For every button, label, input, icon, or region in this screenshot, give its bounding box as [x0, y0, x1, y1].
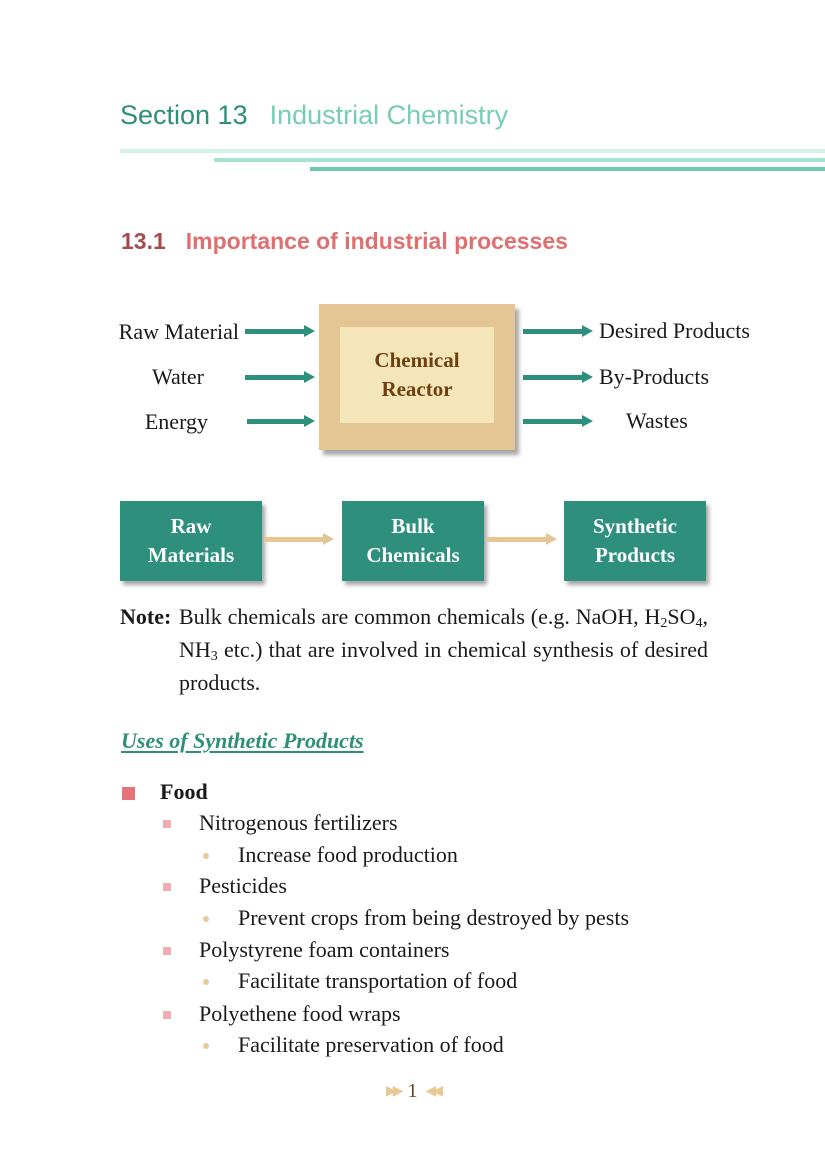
output-label-desired-products: Desired Products — [599, 318, 750, 343]
reactor-inner: Chemical Reactor — [340, 327, 494, 423]
subscript: 2 — [660, 616, 668, 631]
note-label: Note: — [120, 604, 172, 629]
header-rule-1 — [120, 149, 825, 153]
input-label-water: Water — [152, 364, 204, 389]
output-arrow-icon — [523, 371, 593, 383]
header-rule-3 — [310, 167, 825, 171]
dot-bullet-icon — [203, 979, 209, 985]
list-item: Nitrogenous fertilizers — [199, 810, 398, 835]
output-label-wastes: Wastes — [626, 408, 688, 433]
note-text: , NH — [179, 604, 708, 662]
list-subitem: Increase food production — [238, 842, 458, 867]
flow-box-line2: Materials — [147, 543, 235, 567]
input-arrow-icon — [245, 371, 315, 383]
note-text: etc.) that are involved in chemical synt… — [179, 637, 708, 695]
small-square-bullet-icon — [163, 883, 171, 891]
page-number: 1 — [407, 1080, 418, 1102]
reactor-label-line1: Chemical — [374, 348, 460, 372]
left-double-triangle-icon: ◀◀ — [425, 1084, 443, 1099]
reactor-label-line2: Reactor — [381, 377, 453, 401]
small-square-bullet-icon — [163, 820, 171, 828]
small-square-bullet-icon — [163, 947, 171, 955]
output-label-by-products: By-Products — [599, 364, 709, 389]
note-paragraph: Note: Bulk chemicals are common chemical… — [120, 600, 708, 699]
list-item: Pesticides — [199, 873, 287, 898]
input-label-energy: Energy — [144, 409, 208, 434]
section-title: Industrial Chemistry — [269, 100, 509, 130]
square-bullet-icon — [122, 787, 135, 800]
note-text: SO — [667, 604, 696, 629]
list-subitem: Prevent crops from being destroyed by pe… — [238, 905, 630, 930]
subscript: 4 — [695, 616, 703, 631]
dot-bullet-icon — [203, 1043, 209, 1049]
subsection-number: 13.1 — [121, 228, 166, 254]
dot-bullet-icon — [203, 853, 209, 859]
output-arrow-icon — [523, 415, 593, 427]
dot-bullet-icon — [203, 916, 209, 922]
list-category-food: Food — [160, 779, 208, 804]
section-number: Section 13 — [120, 100, 248, 130]
output-arrow-icon — [523, 325, 593, 337]
subscript: 3 — [210, 649, 218, 664]
flow-box-line1: Synthetic — [593, 514, 677, 538]
header-rule-2 — [214, 158, 825, 162]
small-square-bullet-icon — [163, 1011, 171, 1019]
chemical-reactor-box: Chemical Reactor — [319, 304, 515, 450]
input-label-raw-material: Raw Material — [118, 319, 239, 344]
section-heading: Section 13 Industrial Chemistry — [120, 100, 508, 131]
flow-box-line2: Products — [594, 543, 676, 567]
subsection-title: Importance of industrial processes — [185, 228, 568, 254]
input-arrow-icon — [245, 325, 315, 337]
flow-box-line1: Raw — [170, 514, 212, 538]
flow-box-line1: Bulk — [391, 514, 435, 538]
flow-arrow-icon — [264, 533, 334, 545]
list-item: Polyethene food wraps — [199, 1001, 401, 1026]
list-subitem: Facilitate transportation of food — [238, 968, 518, 993]
subsection-heading: 13.1 Importance of industrial processes — [121, 228, 568, 255]
note-text: Bulk chemicals are common chemicals (e.g… — [179, 604, 661, 629]
list-subitem: Facilitate preservation of food — [238, 1032, 504, 1057]
right-double-triangle-icon: ▶▶ — [385, 1084, 403, 1099]
note-body: Bulk chemicals are common chemicals (e.g… — [179, 600, 708, 699]
flow-arrow-icon — [487, 533, 557, 545]
reactor-label: Chemical Reactor — [374, 346, 459, 404]
flow-box-line2: Chemicals — [366, 543, 460, 567]
list-item: Polystyrene foam containers — [199, 937, 450, 962]
page-footer: ▶▶ 1 ◀◀ — [0, 1080, 825, 1103]
input-arrow-icon — [247, 415, 315, 427]
uses-heading: Uses of Synthetic Products — [121, 728, 364, 753]
